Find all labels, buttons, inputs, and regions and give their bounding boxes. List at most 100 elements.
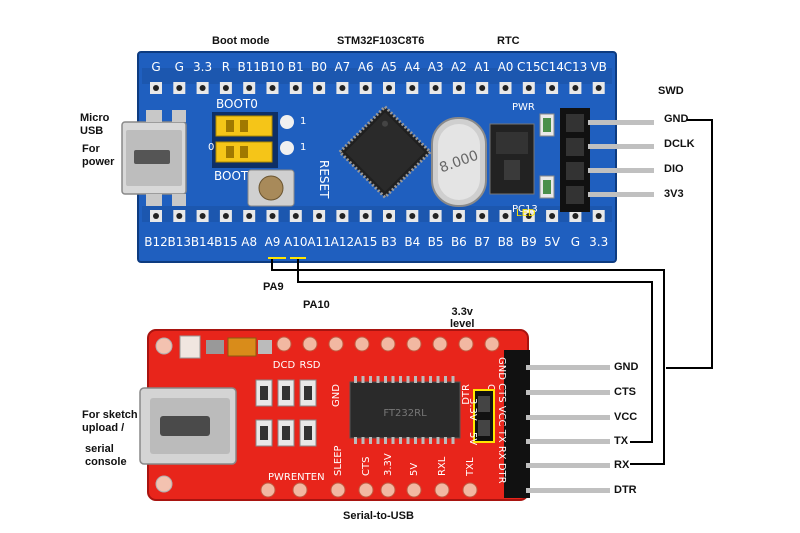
for-power-label: For power bbox=[82, 143, 115, 168]
ftdi-top-label: DCD bbox=[273, 360, 296, 371]
top-pin-label: G bbox=[151, 60, 160, 74]
ftdi-pin-vcc: VCC bbox=[614, 411, 638, 423]
bottom-pin-label: B5 bbox=[428, 235, 444, 249]
top-pin-label: A7 bbox=[334, 60, 350, 74]
ftdi-top-label: DTR bbox=[461, 384, 472, 405]
ftdi-pad bbox=[330, 482, 346, 498]
swd-pin-gnd: GND bbox=[664, 113, 689, 125]
pa10-label: PA10 bbox=[303, 299, 330, 311]
boot-jumpers: BOOT0 BOOT1 1 1 0 bbox=[208, 97, 306, 183]
mini-usb-connector bbox=[139, 387, 237, 465]
top-pin-label: 3.3 bbox=[193, 60, 212, 74]
bottom-pin-label: B9 bbox=[521, 235, 537, 249]
bottom-pin-label: B3 bbox=[381, 235, 397, 249]
bottom-pin-label: G bbox=[571, 235, 580, 249]
swd-pin-dio: DIO bbox=[664, 163, 684, 175]
bottom-pin-label: A11 bbox=[307, 235, 330, 249]
top-pin-label: B11 bbox=[237, 60, 261, 74]
serial-console-label: serial console bbox=[85, 443, 127, 468]
sketch-upload-label: For sketch upload / bbox=[82, 409, 138, 434]
ftdi-pad bbox=[484, 336, 500, 352]
top-pin-label: C15 bbox=[517, 60, 541, 74]
bottom-pin-label: B13 bbox=[168, 235, 192, 249]
ftdi-pin-cts: CTS bbox=[614, 386, 636, 398]
ftdi-top-label: GND bbox=[331, 384, 342, 407]
ftdi-pin-tx: TX bbox=[614, 435, 629, 447]
ftdi-pad bbox=[302, 336, 318, 352]
ft232-chip: FT232RL bbox=[349, 376, 461, 444]
top-pin-label: VB bbox=[590, 60, 606, 74]
top-pin-label: A6 bbox=[358, 60, 374, 74]
bottom-pin-label: B6 bbox=[451, 235, 467, 249]
ftdi-header-pins bbox=[526, 365, 610, 493]
micro-usb-label: Micro USB bbox=[80, 112, 110, 137]
crystal-oscillator: 8.000 bbox=[431, 117, 487, 207]
top-pin-label: A4 bbox=[404, 60, 420, 74]
swd-pin-dclk: DCLK bbox=[664, 138, 695, 150]
ftdi-pad bbox=[406, 336, 422, 352]
ftdi-bottom-label: 3.3V bbox=[383, 453, 394, 476]
ftdi-pad bbox=[462, 482, 478, 498]
micro-usb-connector bbox=[121, 110, 187, 206]
bottom-header-pins bbox=[150, 210, 605, 222]
ftdi-top-pads bbox=[276, 336, 500, 352]
swd-header bbox=[560, 108, 590, 212]
serial-to-usb-label: Serial-to-USB bbox=[343, 510, 414, 522]
ftdi-pad bbox=[434, 482, 450, 498]
swd-pin-3v3: 3V3 bbox=[664, 188, 684, 200]
top-pin-label: A0 bbox=[498, 60, 514, 74]
boot1-label: BOOT1 bbox=[214, 169, 256, 183]
boot-mode-label: Boot mode bbox=[212, 35, 270, 47]
bottom-pin-label: A12 bbox=[331, 235, 354, 249]
top-pin-label: B0 bbox=[311, 60, 327, 74]
bottom-pin-label: B14 bbox=[191, 235, 215, 249]
top-pin-label: A2 bbox=[451, 60, 467, 74]
ftdi-pin-rx: RX bbox=[614, 459, 630, 471]
pc13-label: PC13 bbox=[512, 204, 538, 215]
boot0-label: BOOT0 bbox=[216, 97, 258, 111]
bottom-pin-label: 5V bbox=[544, 235, 561, 249]
stm32-chip bbox=[337, 104, 433, 200]
ftdi-pad bbox=[354, 336, 370, 352]
ftdi-pin-header: GND CTS VCC TX RX DTR bbox=[496, 350, 530, 498]
top-pin-label: A3 bbox=[428, 60, 444, 74]
jumper-zero: 0 bbox=[208, 142, 214, 153]
bottom-pin-label: B4 bbox=[404, 235, 420, 249]
ftdi-top-label: RSD bbox=[300, 360, 321, 371]
level-selector-jumper: 3.3V 5V bbox=[467, 389, 495, 445]
top-pin-label: B10 bbox=[261, 60, 285, 74]
swd-pins bbox=[588, 120, 654, 197]
ftdi-bottom-label: SLEEP bbox=[333, 445, 344, 476]
ftdi-pad bbox=[432, 336, 448, 352]
bottom-pin-label: A9 bbox=[265, 235, 281, 249]
ftdi-bottom-label: 5V bbox=[409, 463, 420, 476]
top-pin-label: G bbox=[175, 60, 184, 74]
led-label: LED bbox=[516, 208, 536, 219]
bottom-pin-label: A8 bbox=[241, 235, 257, 249]
level-label: 3.3v level bbox=[450, 306, 475, 330]
ftdi-pad bbox=[358, 482, 374, 498]
ftdi-bottom-label: TXL bbox=[465, 457, 476, 477]
bottom-pin-label: B8 bbox=[498, 235, 514, 249]
top-header-pins bbox=[150, 82, 605, 94]
bottom-pin-label: A15 bbox=[354, 235, 377, 249]
v33-silk: 3.3V bbox=[467, 398, 478, 421]
pwr-label: PWR bbox=[512, 102, 535, 113]
ftdi-pad bbox=[406, 482, 422, 498]
wire-pa10-tx bbox=[297, 258, 653, 443]
ftdi-bottom-label: RXL bbox=[437, 456, 448, 476]
wire-gnd bbox=[666, 119, 713, 369]
top-pin-label: C14 bbox=[540, 60, 564, 74]
pa9-label: PA9 bbox=[263, 281, 284, 293]
ftdi-pin-dtr: DTR bbox=[614, 484, 637, 496]
bottom-pin-label: 3.3 bbox=[589, 235, 608, 249]
bottom-pin-label: B12 bbox=[144, 235, 168, 249]
reset-label: RESET bbox=[317, 160, 331, 199]
jumper-one-a: 1 bbox=[300, 116, 306, 127]
ftdi-pad bbox=[328, 336, 344, 352]
top-pin-label: A5 bbox=[381, 60, 397, 74]
